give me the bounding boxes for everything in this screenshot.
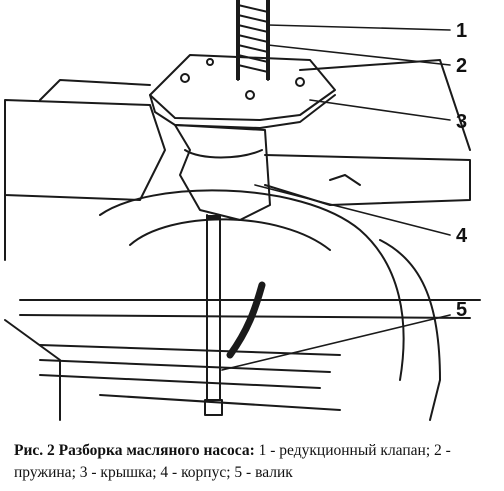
caption-item-1: 1 - редукционный клапан; <box>258 442 431 459</box>
spring <box>237 0 269 81</box>
right-flange <box>264 154 471 206</box>
pump-shaft <box>206 214 221 401</box>
figure-label: Рис. 2 <box>14 442 55 459</box>
caption-title: Разборка масляного насоса: <box>58 442 255 459</box>
caption-item-5: 5 - валик <box>234 464 293 481</box>
figure-caption: Рис. 2 Разборка масляного насоса: 1 - ре… <box>14 440 498 484</box>
pump-cover <box>149 54 336 121</box>
caption-item-4: 4 - корпус; <box>160 464 231 481</box>
callout-5: 5 <box>456 299 468 321</box>
pump-body <box>174 124 271 221</box>
callout-4: 4 <box>456 225 468 247</box>
callout-1: 1 <box>456 20 468 42</box>
engine-block <box>4 99 166 201</box>
caption-item-2: 2 - пружина; <box>14 442 451 481</box>
leader-lines <box>221 24 451 371</box>
callout-2: 2 <box>456 55 468 77</box>
caption-item-3: 3 - крышка; <box>79 464 157 481</box>
callout-3: 3 <box>456 111 468 133</box>
oil-pump-illustration <box>4 0 481 421</box>
